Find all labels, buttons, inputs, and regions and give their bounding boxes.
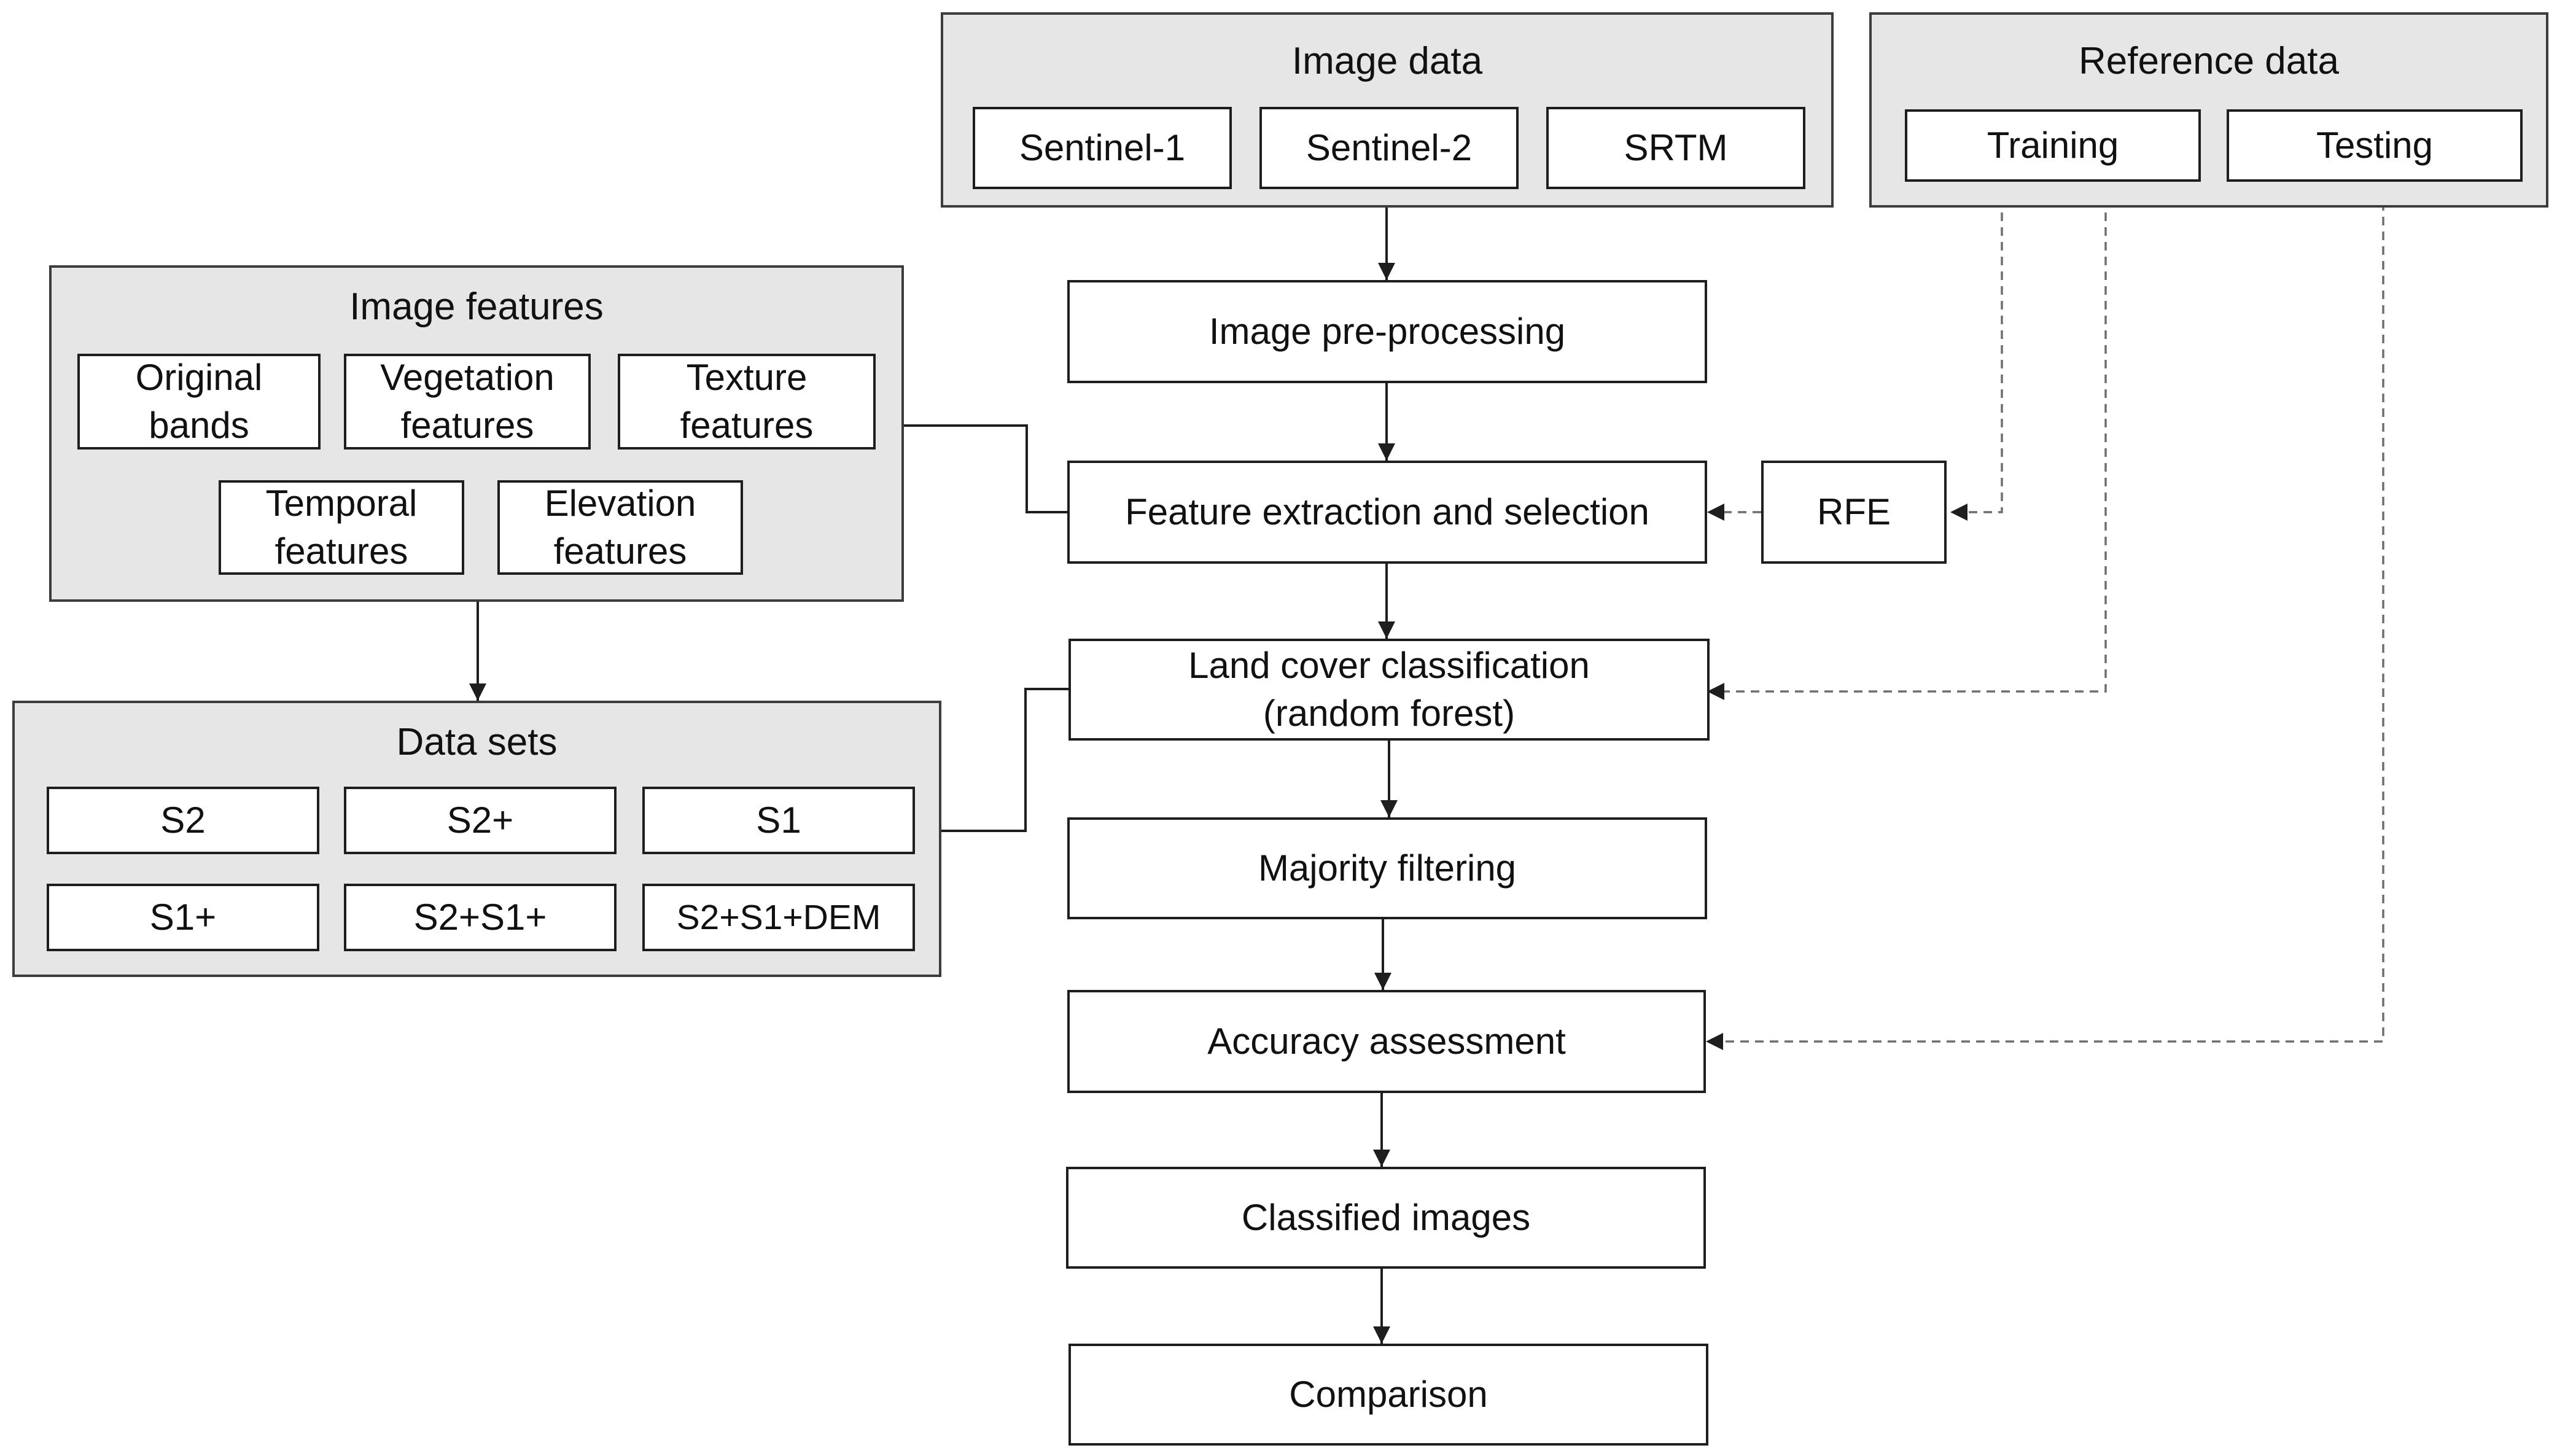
- accuracy-assessment-box: Accuracy assessment: [1067, 990, 1706, 1093]
- sentinel-1-box: Sentinel-1: [973, 107, 1232, 189]
- arrowhead-rfe-to-feature: [1707, 504, 1724, 521]
- image-data-title: Image data: [1291, 40, 1483, 82]
- testing-box: Testing: [2227, 109, 2523, 182]
- arrowhead-testing-to-accuracy: [1706, 1033, 1723, 1050]
- arrowhead-training-to-rfe: [1950, 504, 1967, 521]
- training-box: Training: [1905, 109, 2201, 182]
- data-sets-title: Data sets: [396, 721, 558, 763]
- temporal-features-box: Temporal features: [219, 480, 464, 575]
- rfe-box: RFE: [1761, 461, 1947, 564]
- arrowhead-training-to-classification: [1707, 683, 1724, 700]
- dataset-s2plus-s1plus-box: S2+S1+: [344, 884, 617, 951]
- sentinel-2-box: Sentinel-2: [1259, 107, 1519, 189]
- dashed-arrow-training-to-classification: [1710, 183, 2107, 693]
- original-bands-box: Original bands: [77, 354, 321, 450]
- reference-data-title: Reference data: [2079, 40, 2339, 82]
- srtm-box: SRTM: [1546, 107, 1805, 189]
- image-data-group: Image data Sentinel-1 Sentinel-2 SRTM: [941, 12, 1834, 208]
- dashed-arrow-testing-to-accuracy: [1708, 187, 2384, 1043]
- dataset-s1-box: S1: [642, 787, 915, 854]
- data-sets-group: Data sets S2 S2+ S1 S1+ S2+S1+ S2+S1+DEM: [12, 701, 941, 977]
- image-preprocessing-box: Image pre-processing: [1067, 280, 1707, 383]
- connector-image-features-to-feature-extraction: [904, 424, 1069, 513]
- connector-data-sets-to-classification: [941, 688, 1070, 832]
- vegetation-features-box: Vegetation features: [344, 354, 591, 450]
- elevation-features-box: Elevation features: [497, 480, 743, 575]
- image-features-group: Image features Original bands Vegetation…: [49, 265, 904, 602]
- reference-data-group: Reference data Training Testing: [1869, 12, 2548, 208]
- feature-extraction-box: Feature extraction and selection: [1067, 461, 1707, 564]
- texture-features-box: Texture features: [618, 354, 876, 450]
- land-cover-classification-box: Land cover classification (random forest…: [1068, 639, 1710, 741]
- classified-images-box: Classified images: [1066, 1167, 1706, 1269]
- image-features-title: Image features: [349, 286, 604, 328]
- comparison-box: Comparison: [1068, 1344, 1708, 1446]
- majority-filtering-box: Majority filtering: [1067, 817, 1707, 919]
- dataset-s2plus-s1plus-dem-box: S2+S1+DEM: [642, 884, 915, 951]
- dataset-s2-box: S2: [47, 787, 319, 854]
- dashed-arrow-training-to-rfe: [1953, 183, 2003, 513]
- dataset-s2plus-box: S2+: [344, 787, 617, 854]
- dataset-s1plus-box: S1+: [47, 884, 319, 951]
